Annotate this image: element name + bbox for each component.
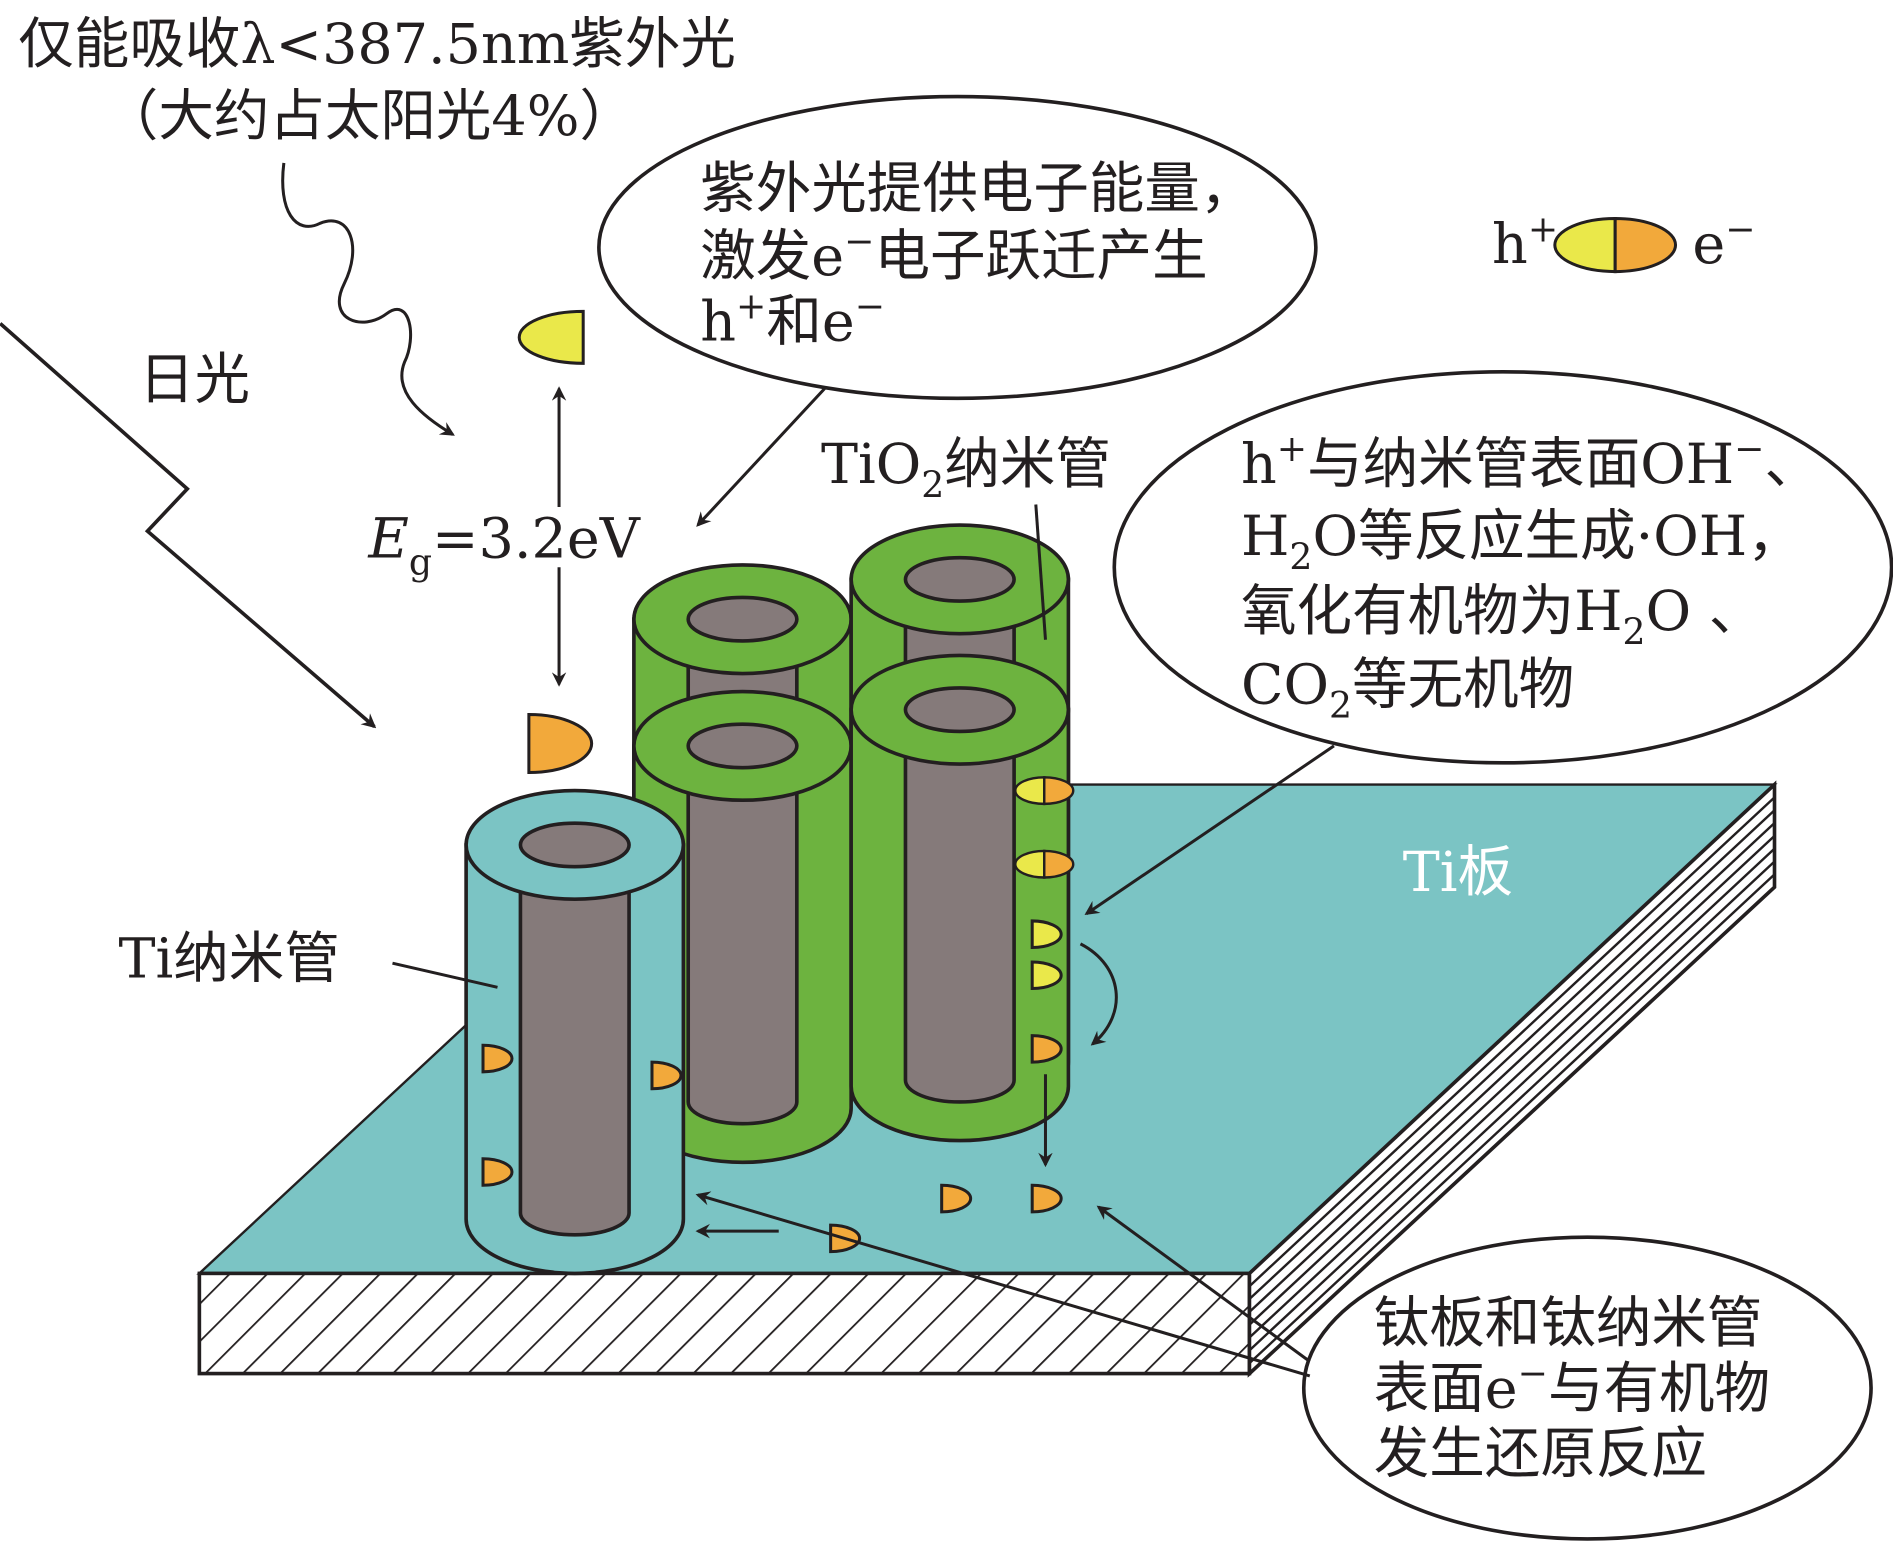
charge-particles (481, 309, 1075, 1254)
legend-hole-icon (1553, 216, 1617, 274)
ti-plate-label: Ti板 (1403, 840, 1513, 905)
pair-hole (1014, 776, 1046, 806)
bandgap-label: Eg=3.2eV (367, 507, 640, 584)
ti-tube-label-leader (392, 961, 498, 989)
tube-core (686, 744, 799, 1126)
legend: h+ e− (1492, 207, 1756, 277)
curved-arrow (1079, 942, 1118, 1046)
plate-side-stripe (1248, 860, 1776, 1352)
uv-callout-pointer (696, 387, 826, 527)
ti-nanotube (464, 788, 686, 1276)
hole-callout-text: h+与纳米管表面OH−、 H2O等反应生成·OH， 氧化有机物为H2O 、 CO… (1241, 427, 1820, 727)
uv-callout-text: 紫外光提供电子能量， 激发e−电子跃迁产生 h+和e− (700, 157, 1255, 355)
charge-particle (481, 1043, 514, 1074)
tube-hole (686, 722, 799, 770)
ti-nanotube-label: Ti纳米管 (118, 927, 339, 992)
plate-front-hatched (197, 1271, 1252, 1376)
excited-particle-yellow (517, 309, 585, 365)
legend-electron-icon (1613, 216, 1678, 274)
tio2-label-leader (1034, 504, 1047, 640)
sunlight-arrow (0, 322, 377, 729)
charge-particle (1030, 919, 1063, 950)
plate-side-stripe (1248, 796, 1776, 1288)
pair-electron (1043, 776, 1075, 806)
charge-particle (1030, 1034, 1063, 1064)
excited-particle-orange (527, 713, 594, 774)
plate-side-stripe (1248, 873, 1776, 1365)
reduction-callout-text: 钛板和钛纳米管 表面e−与有机物 发生还原反应 (1374, 1291, 1770, 1486)
plate-side-stripe (1248, 822, 1776, 1313)
sunlight-label: 日光 (139, 347, 250, 412)
reduction-pointer-2 (1096, 1205, 1311, 1363)
hole-callout-line3: 氧化有机物为H2O 、 (1241, 579, 1764, 653)
charge-particle (1030, 1183, 1063, 1214)
plate-side-stripe (1248, 809, 1776, 1300)
plate-side-stripe (1248, 834, 1776, 1326)
plate-side-stripe (1248, 847, 1776, 1339)
tube-hole (903, 686, 1016, 734)
tio2-nanotube-front-right (849, 653, 1071, 1143)
reduction-callout-line1: 钛板和钛纳米管 (1374, 1291, 1763, 1356)
reduction-callout-line2: 表面e−与有机物 (1374, 1352, 1770, 1422)
uv-callout-line1: 紫外光提供电子能量， (700, 157, 1255, 222)
pair-electron (1043, 849, 1075, 879)
nanotubes (464, 523, 1071, 1276)
tio2-nanotube-label: TiO2纳米管 (821, 432, 1111, 506)
charge-particle (481, 1157, 514, 1187)
tube-core (903, 707, 1016, 1104)
charge-particle (650, 1060, 683, 1091)
hole-callout-pointer (1084, 744, 1335, 916)
legend-hole-label: h+ (1492, 207, 1558, 277)
hole-callout-line4: CO2等无机物 (1241, 653, 1574, 727)
charge-particle (940, 1183, 973, 1214)
hole-callout-line1: h+与纳米管表面OH−、 (1241, 427, 1820, 497)
uv-fraction-label: （大约占太阳光4%） (103, 84, 635, 149)
reduction-pointer-1 (695, 1191, 1311, 1378)
uv-callout-bubble (597, 94, 1318, 401)
tube-core (518, 843, 631, 1237)
tube-hole (903, 555, 1016, 603)
charge-particle (1030, 960, 1063, 991)
tube-hole (518, 821, 631, 869)
uv-wave-arrow (281, 162, 455, 436)
uv-callout-line2: 激发e−电子跃迁产生 (700, 219, 1207, 289)
plate-side-stripes (1248, 796, 1776, 1365)
pair-hole (1014, 849, 1046, 879)
tio2-nanotube-front-left (632, 689, 853, 1165)
hole-callout-bubble (1112, 370, 1893, 765)
reduction-callout-line3: 发生还原反应 (1374, 1422, 1707, 1487)
tube-hole (686, 595, 799, 643)
reduction-callout-bubble (1301, 1235, 1873, 1541)
uv-callout-line3: h+和e− (700, 285, 885, 355)
uv-absorb-label: 仅能吸收λ<387.5nm紫外光 (18, 12, 736, 77)
legend-electron-label: e− (1692, 207, 1755, 277)
hole-callout-line2: H2O等反应生成·OH， (1241, 504, 1803, 578)
